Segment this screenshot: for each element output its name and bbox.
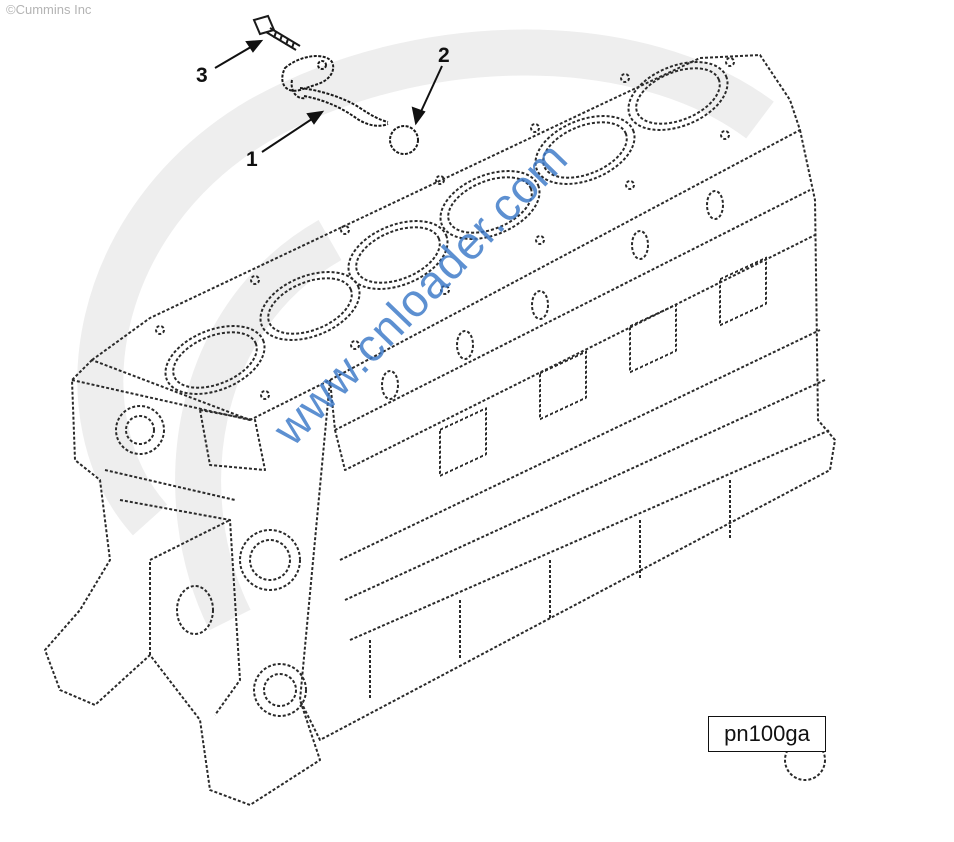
- callout-2: 2: [438, 44, 450, 67]
- mounting-screw: [252, 14, 301, 51]
- figure-id-label: pn100ga: [708, 716, 826, 752]
- callout-1: 1: [246, 148, 258, 171]
- callout-3: 3: [196, 64, 208, 87]
- copyright-notice: ©Cummins Inc: [6, 2, 92, 17]
- cylinder-block: [44, 54, 836, 806]
- piston-cooling-nozzle: [281, 55, 389, 127]
- callout-arrows: [214, 39, 443, 153]
- logo-watermark: [77, 29, 774, 631]
- o-ring: [389, 125, 419, 155]
